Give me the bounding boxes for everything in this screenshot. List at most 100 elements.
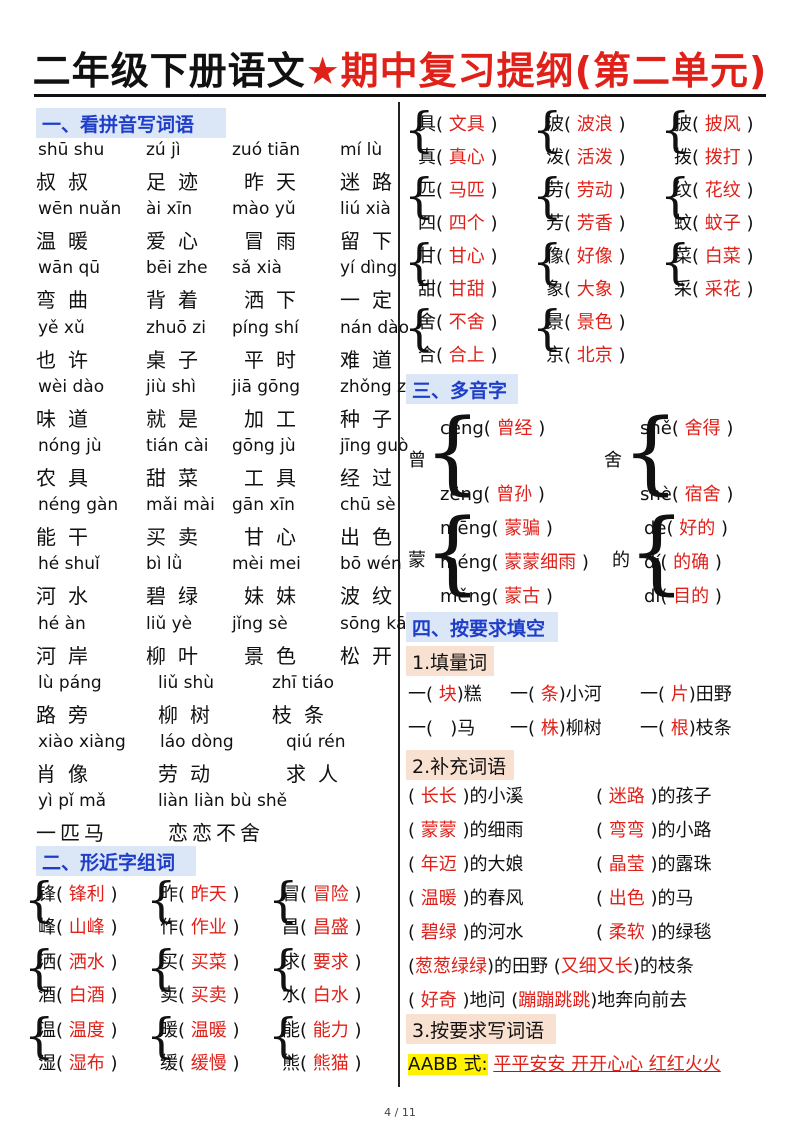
hanzi-word: 味道 — [36, 406, 100, 431]
pair-char: 冒( — [282, 884, 313, 905]
poly-close: ) — [540, 586, 553, 607]
hanzi-word: 求人 — [286, 762, 350, 786]
pair-line: 甘( 甘心 ) — [418, 242, 498, 268]
pair-close: ) — [484, 246, 498, 267]
pair-close: ) — [612, 246, 626, 267]
hanzi-word: 河岸 — [36, 643, 100, 668]
pinyin-text: liǔ yè — [146, 613, 193, 634]
pair-close: ) — [348, 1053, 362, 1074]
brace: { — [268, 1008, 299, 1064]
pinyin-text: chū sè — [340, 495, 396, 516]
brace: { — [24, 940, 55, 996]
fill-word: 年迈 — [420, 854, 457, 875]
hanzi-word: 农具 — [36, 466, 100, 490]
pair-close: ) — [348, 985, 362, 1006]
poly-word: 宿舍 — [684, 484, 721, 505]
fill-word: 蒙蒙 — [420, 820, 457, 841]
fill-line: ( 蒙蒙 )的细雨 — [408, 816, 524, 842]
fill-open: ( — [596, 820, 609, 841]
hanzi-word: 留下 — [340, 229, 404, 254]
hanzi-word: 路旁 — [36, 702, 100, 727]
pinyin-text: hé shuǐ — [38, 554, 100, 575]
pair-line: 匹( 马匹 ) — [418, 176, 498, 202]
pair-line: 采( 采花 ) — [674, 275, 754, 301]
title-rule — [34, 94, 766, 97]
brace: { — [268, 940, 299, 996]
brace: { — [532, 300, 563, 356]
measure-word: 根 — [670, 718, 689, 739]
pair-word: 作业 — [190, 917, 227, 938]
brace: { — [404, 300, 435, 356]
fill-word: 晶莹 — [608, 854, 645, 875]
measure-line: 一( 条)小河 — [510, 680, 602, 706]
pair-line: 四( 四个 ) — [418, 209, 498, 235]
pair-word: 马匹 — [448, 180, 485, 201]
pair-close: ) — [612, 312, 626, 333]
pair-word: 买卖 — [190, 985, 227, 1006]
poly-pinyin: mēng( — [440, 518, 505, 539]
pair-close: ) — [612, 213, 626, 234]
hanzi-word: 柳树 — [158, 702, 222, 727]
poly-close: ) — [532, 418, 546, 439]
pair-line: 水( 白水 ) — [282, 981, 362, 1007]
hanzi-word: 能干 — [36, 525, 100, 550]
pinyin-text: wēn nuǎn — [38, 199, 122, 220]
brace: { — [146, 872, 177, 928]
pinyin-text: mí lù — [340, 140, 383, 160]
pinyin-text: zhī tiáo — [272, 672, 335, 693]
pinyin-text: shū shu — [38, 140, 105, 160]
hanzi-word: 甜菜 — [146, 466, 210, 490]
pair-word: 大象 — [576, 279, 613, 300]
pair-char: 作( — [160, 917, 191, 938]
fill-word: 碧绿 — [420, 922, 457, 943]
hanzi-word: 洒下 — [244, 288, 308, 313]
pair-close: ) — [104, 917, 118, 938]
fill-line: ( 碧绿 )的河水 — [408, 918, 524, 944]
pair-word: 不舍 — [448, 312, 485, 333]
pinyin-text: píng shí — [232, 317, 299, 338]
pair-line: 纹( 花纹 ) — [674, 176, 754, 202]
pair-char: 能( — [282, 1020, 313, 1041]
pair-line: 冒( 冒险 ) — [282, 880, 362, 906]
pair-char: 披( — [674, 114, 705, 135]
hanzi-word: 平时 — [244, 347, 308, 372]
pair-char: 舍( — [418, 312, 449, 333]
measure-line: 一( 片)田野 — [640, 680, 732, 706]
pair-line: 峰( 山峰 ) — [38, 913, 118, 939]
page-title: 二年级下册语文★期中复习提纲(第二单元) — [32, 49, 768, 93]
pair-word: 白菜 — [704, 246, 741, 267]
fill-word: 蹦蹦跳跳 — [518, 990, 591, 1011]
pair-close: ) — [226, 917, 240, 938]
poly-word: 舍得 — [684, 418, 721, 439]
pair-close: ) — [226, 952, 240, 973]
poly-pinyin: méng( — [440, 552, 505, 573]
poly-char: 蒙 — [408, 550, 426, 571]
pinyin-text: ài xīn — [146, 199, 193, 220]
pair-char: 昨( — [160, 884, 191, 905]
poly-word: 曾经 — [496, 418, 533, 439]
pair-close: ) — [612, 147, 626, 168]
fill-line: ( 年迈 )的大娘 — [408, 850, 524, 876]
pinyin-text: liàn liàn bù shě — [158, 791, 288, 812]
pair-close: ) — [226, 884, 240, 905]
pair-close: ) — [484, 279, 498, 300]
hanzi-word: 工具 — [244, 466, 308, 490]
page-number: 4 / 11 — [384, 1106, 416, 1119]
pair-char: 匹( — [418, 180, 449, 201]
pinyin-text: zuó tiān — [232, 140, 301, 160]
pinyin-text: hé àn — [38, 613, 86, 634]
hanzi-word: 足迹 — [146, 170, 210, 194]
measure-tail: )糕 — [456, 684, 482, 705]
fill-open: ( — [596, 854, 609, 875]
pair-char: 菜( — [674, 246, 705, 267]
fill-line: ( 柔软 )的绿毯 — [596, 918, 712, 944]
hanzi-word: 种子 — [340, 406, 404, 431]
pair-close: ) — [612, 114, 626, 135]
fill-word: 长长 — [420, 786, 457, 807]
fill-line: ( 长长 )的小溪 — [408, 782, 524, 808]
fill-tail: )的绿毯 — [644, 922, 712, 943]
pair-line: 买( 买菜 ) — [160, 948, 240, 974]
fill-word: 又细又长 — [560, 956, 633, 977]
pinyin-text: yì pǐ mǎ — [38, 791, 107, 812]
pinyin-text: jǐng sè — [232, 613, 288, 634]
